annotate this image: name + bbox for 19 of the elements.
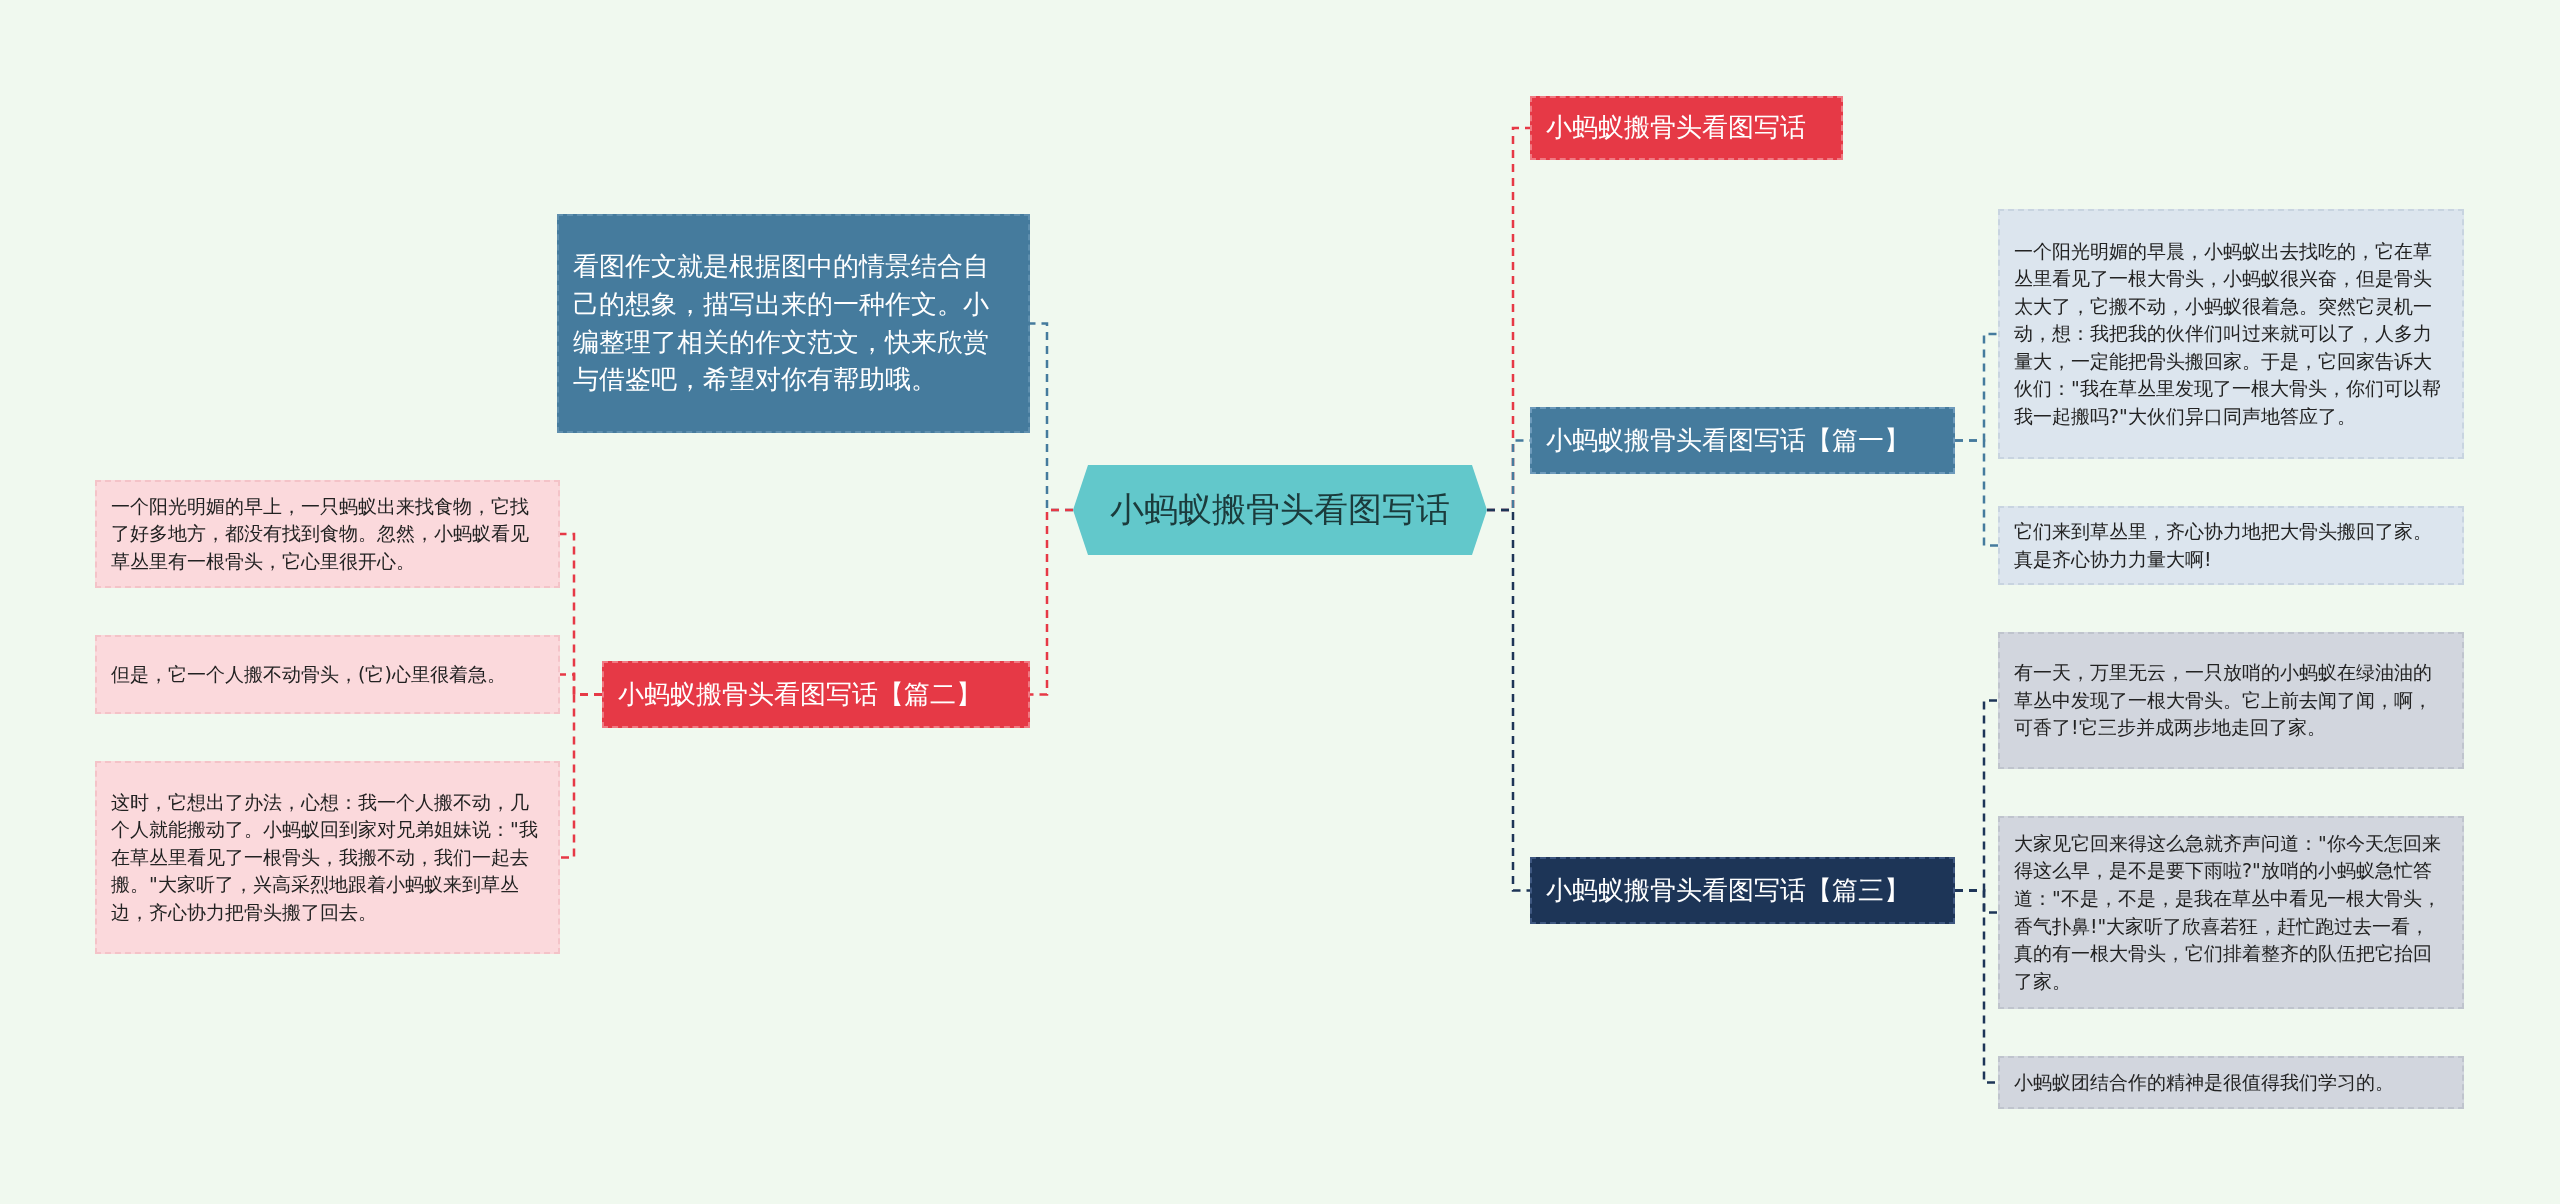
topic-box: 小蚂蚁搬骨头看图写话【篇二】: [602, 661, 1030, 728]
text-card: 大家见它回来得这么急就齐声问道："你今天怎回来得这么早，是不是要下雨啦?"放哨的小蚂蚁急忙答道："不是，不是，是我在草丛中看见一根大骨头，香气扑鼻!"大家听了欣喜若狂，赶忙跑过去一看，真的有一根大骨头，它们排着整齐的队伍把它抬回了家。: [1998, 816, 2464, 1009]
text-card: 小蚂蚁团结合作的精神是很值得我们学习的。: [1998, 1056, 2464, 1109]
text-card: 这时，它想出了办法，心想：我一个人搬不动，几个人就能搬动了。小蚂蚁回到家对兄弟姐妹说："我在草丛里看见了一根骨头，我搬不动，我们一起去搬。"大家听了，兴高采烈地跟着小蚂蚁来到草丛边，齐心协力把骨头搬了回去。: [95, 761, 560, 954]
connector-line: [1955, 439, 1998, 547]
text-card: 有一天，万里无云，一只放哨的小蚂蚁在绿油油的草丛中发现了一根大骨头。它上前去闻了闻，啊，可香了!它三步并成两步地走回了家。: [1998, 632, 2464, 769]
connector-line: [1030, 508, 1073, 696]
topic-box: 小蚂蚁搬骨头看图写话: [1530, 96, 1843, 160]
connector-line: [1487, 508, 1530, 892]
text-card: 但是，它一个人搬不动骨头，(它)心里很着急。: [95, 635, 560, 714]
topic-box: 小蚂蚁搬骨头看图写话【篇三】: [1530, 857, 1955, 924]
text-card: 一个阳光明媚的早晨，小蚂蚁出去找吃的，它在草丛里看见了一根大骨头，小蚂蚁很兴奋，但是骨头太大了，它搬不动，小蚂蚁很着急。突然它灵机一动，想：我把我的伙伴们叫过来就可以了，人多力量大，一定能把骨头搬回家。于是，它回家告诉大伙们："我在草丛里发现了一根大骨头，你们可以帮我一起搬吗?"大伙们异口同声地答应了。: [1998, 209, 2464, 459]
topic-box: 小蚂蚁搬骨头看图写话【篇一】: [1530, 407, 1955, 474]
connector-line: [1955, 889, 1998, 1084]
central-topic: 小蚂蚁搬骨头看图写话: [1073, 465, 1487, 555]
topic-box: 看图作文就是根据图中的情景结合自己的想象，描写出来的一种作文。小编整理了相关的作文范文，快来欣赏与借鉴吧，希望对你有帮助哦。: [557, 214, 1030, 433]
connector-line: [560, 693, 602, 859]
text-card: 一个阳光明媚的早上，一只蚂蚁出来找食物，它找了好多地方，都没有找到食物。忽然，小蚂蚁看见草丛里有一根骨头，它心里很开心。: [95, 480, 560, 588]
text-card: 它们来到草丛里，齐心协力地把大骨头搬回了家。真是齐心协力力量大啊!: [1998, 506, 2464, 585]
